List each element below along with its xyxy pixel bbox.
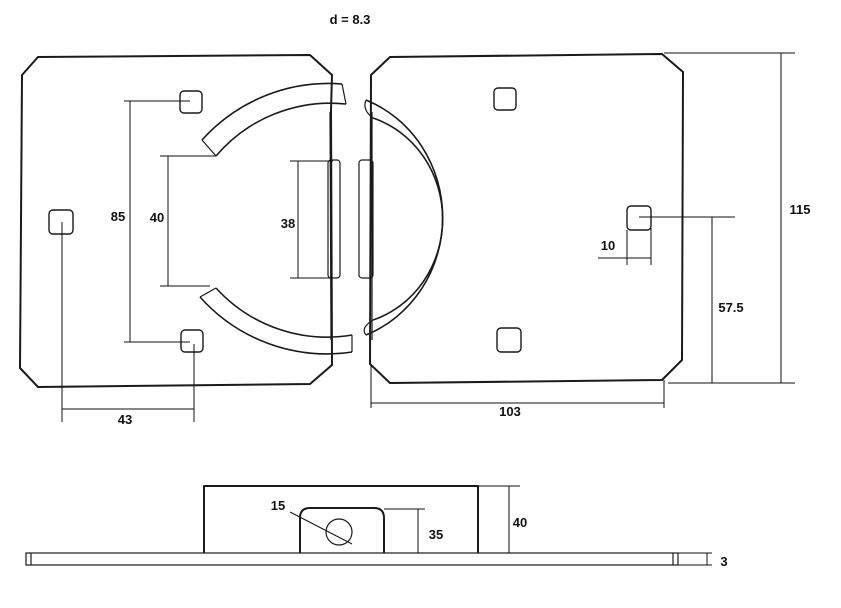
dim-40-arc-label: 40 xyxy=(150,210,164,225)
dim-35-label: 35 xyxy=(429,527,443,542)
left-upper-arc-outer xyxy=(201,82,343,141)
dim-103-label: 103 xyxy=(499,404,521,419)
right-arc-bottom-cap xyxy=(363,319,374,336)
left-plate-hinge-edge xyxy=(329,111,332,341)
dim-40-side: 40 xyxy=(478,485,527,553)
dim-43-label: 43 xyxy=(118,412,132,427)
dim-40-arc: 40 xyxy=(150,155,216,287)
dim-115: 115 xyxy=(664,52,811,384)
dim-3: 3 xyxy=(678,552,728,569)
dim-38: 38 xyxy=(281,160,333,279)
dim-57-5: 57.5 xyxy=(639,216,744,383)
right-arc-inner xyxy=(372,117,444,321)
side-view xyxy=(25,485,679,566)
left-top-hole xyxy=(179,90,203,114)
right-bottom-hole xyxy=(496,327,522,353)
dim-43: 43 xyxy=(61,222,195,427)
left-plate xyxy=(19,54,353,388)
dim-15-label: 15 xyxy=(271,498,285,513)
side-base-strip xyxy=(25,552,679,566)
dim-35: 35 xyxy=(384,508,443,553)
right-plate-outline xyxy=(369,53,684,384)
left-bottom-hole xyxy=(180,329,204,353)
left-lower-arc-end xyxy=(199,287,217,298)
dim-40-side-label: 40 xyxy=(513,515,527,530)
left-side-hole xyxy=(48,209,74,235)
left-slot xyxy=(327,159,341,279)
dim-10-label: 10 xyxy=(601,238,615,253)
diameter-label: d = 8.3 xyxy=(330,12,371,27)
dim-103: 103 xyxy=(370,365,665,419)
dim-85-label: 85 xyxy=(111,209,125,224)
left-upper-arc-inner xyxy=(215,102,347,157)
dim-115-label: 115 xyxy=(790,202,811,217)
dim-85: 85 xyxy=(111,100,190,343)
left-lower-arc-inner xyxy=(215,287,353,338)
right-side-hole xyxy=(626,205,652,231)
right-top-hole xyxy=(493,87,517,111)
side-loop xyxy=(299,507,385,553)
left-plate-outline xyxy=(19,54,333,388)
right-plate xyxy=(358,53,684,384)
right-slot xyxy=(358,159,374,279)
dim-57-5-label: 57.5 xyxy=(718,300,743,315)
dim-15: 15 xyxy=(271,498,353,545)
left-upper-arc-end xyxy=(201,139,217,157)
left-upper-arc-cap xyxy=(341,83,347,105)
dim-10: 10 xyxy=(598,228,652,265)
side-pin-hole xyxy=(325,518,353,546)
left-lower-arc-outer xyxy=(199,296,353,355)
dim-3-label: 3 xyxy=(720,554,727,569)
right-arc-top-cap xyxy=(364,99,374,119)
dim-38-label: 38 xyxy=(281,216,295,231)
side-housing xyxy=(203,485,479,553)
